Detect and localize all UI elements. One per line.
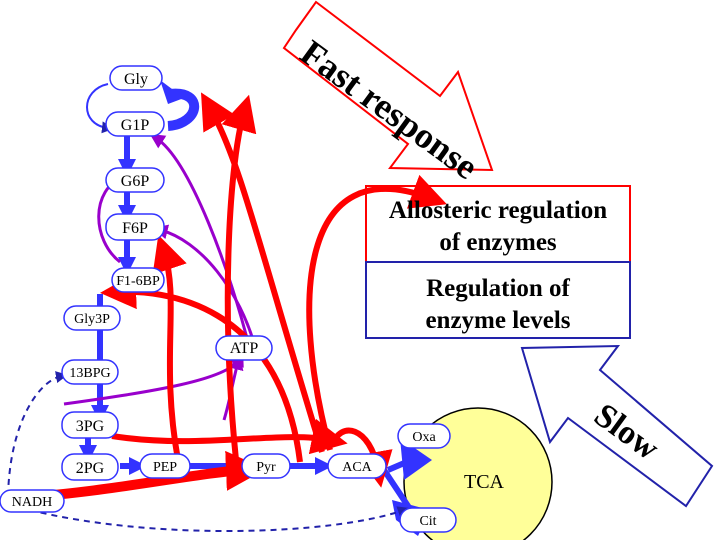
gly-g1p-loop: [86, 83, 114, 134]
nadh-dashed-up: [7, 371, 68, 497]
label-f6p: F6P: [122, 220, 148, 237]
label-g1p: G1P: [121, 117, 150, 134]
node-2pg-box: [61, 453, 119, 481]
node-nadh-box: [0, 489, 65, 513]
node-13bpg-box: [61, 359, 119, 385]
node-g6p-box: [105, 167, 165, 193]
node-cit-box: [399, 507, 457, 533]
g1p-feedback-bend: [167, 88, 200, 131]
enzyme-line2: enzyme levels: [425, 307, 570, 334]
label-nadh: NADH: [12, 495, 52, 510]
enzyme-line1: Regulation of: [426, 275, 570, 302]
node-gly3p-box: [63, 305, 121, 331]
node-oxa-box: [397, 423, 451, 449]
slow-arrow: [520, 344, 714, 508]
label-2pg: 2PG: [76, 460, 105, 477]
node-aca-box: [327, 453, 387, 479]
node-f16bp-box: [111, 267, 165, 293]
g1p-feedback-head: [160, 80, 184, 104]
allosteric-line2: of enzymes: [439, 229, 557, 256]
label-pyr: Pyr: [256, 460, 276, 475]
enzyme-levels-box: [365, 261, 631, 339]
node-3pg-box: [61, 411, 119, 439]
label-g6p: G6P: [121, 173, 150, 190]
node-gly-box: [109, 65, 163, 91]
node-f6p-box: [105, 213, 165, 241]
nadh-dashed-cit: [29, 506, 410, 532]
node-atp-box: [215, 335, 273, 361]
node-pep-box: [139, 453, 191, 479]
label-3pg: 3PG: [76, 418, 105, 435]
label-13bpg: 13BPG: [69, 366, 110, 381]
label-aca: ACA: [342, 460, 372, 475]
metabolite-labels: Gly G1P G6P F6P F1-6BP Gly3P 13BPG 3PG 2…: [12, 71, 505, 529]
label-pep: PEP: [153, 460, 177, 475]
label-gly3p: Gly3P: [74, 312, 110, 327]
allosteric-line1: Allosteric regulation: [389, 197, 607, 224]
label-atp: ATP: [230, 340, 259, 357]
label-oxa: Oxa: [412, 430, 436, 445]
fast-response-arrow: [282, 0, 494, 172]
metabolite-nodes: [0, 65, 457, 533]
node-pyr-box: [241, 453, 291, 479]
label-gly: Gly: [124, 71, 148, 88]
label-f16bp: F1-6BP: [116, 274, 160, 289]
label-cit: Cit: [419, 514, 436, 529]
label-tca: TCA: [464, 471, 505, 493]
node-g1p-box: [105, 111, 165, 137]
